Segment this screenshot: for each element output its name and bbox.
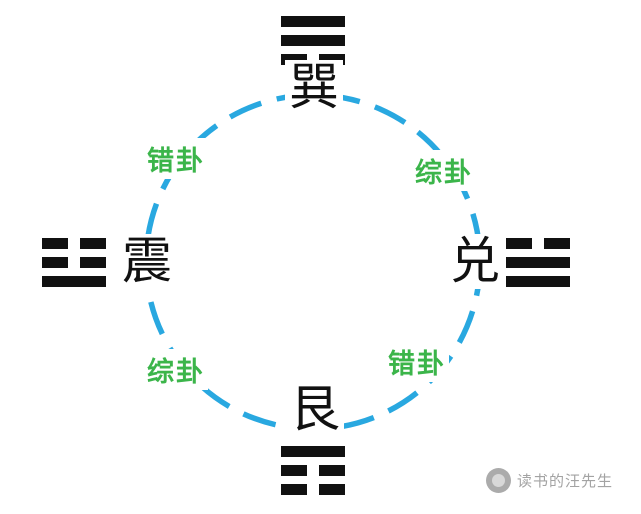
trigram-line-segment	[281, 484, 307, 495]
trigram-line-solid	[506, 257, 570, 268]
relation-label-bottom-right: 错卦	[385, 341, 449, 382]
trigram-dui-name: 兑	[446, 234, 504, 289]
trigram-line-solid	[281, 16, 345, 27]
trigram-line-segment	[319, 54, 345, 65]
trigram-line-solid	[42, 276, 106, 287]
watermark-text: 读书的汪先生	[517, 472, 614, 490]
trigram-line-segment	[281, 465, 307, 476]
relation-label-top-left: 错卦	[144, 138, 208, 179]
trigram-line-segment	[506, 238, 532, 249]
trigram-line-segment	[42, 257, 68, 268]
trigram-line-broken	[506, 238, 570, 249]
trigram-line-segment	[319, 465, 345, 476]
relation-label-bottom-left: 综卦	[144, 349, 208, 390]
trigram-line-segment	[319, 484, 345, 495]
watermark: 读书的汪先生	[486, 468, 613, 493]
relation-label-top-right: 综卦	[412, 150, 476, 191]
trigram-zhen-symbol	[42, 238, 106, 287]
trigram-gen-name: 艮	[286, 382, 344, 437]
trigram-line-solid	[506, 276, 570, 287]
trigram-xun-name: 巽	[285, 60, 343, 115]
trigram-line-broken	[281, 54, 345, 65]
trigram-dui-symbol	[506, 238, 570, 287]
trigram-line-broken	[281, 484, 345, 495]
trigram-gen-symbol	[281, 446, 345, 495]
trigram-line-segment	[80, 238, 106, 249]
trigram-line-solid	[281, 35, 345, 46]
trigram-line-segment	[281, 54, 307, 65]
trigram-zhen-name: 震	[118, 234, 176, 289]
trigram-xun-symbol	[281, 16, 345, 65]
watermark-logo-icon	[486, 468, 511, 493]
trigram-line-broken	[281, 465, 345, 476]
trigram-line-segment	[544, 238, 570, 249]
trigram-line-segment	[42, 238, 68, 249]
trigram-line-solid	[281, 446, 345, 457]
trigram-line-broken	[42, 257, 106, 268]
trigram-line-broken	[42, 238, 106, 249]
trigram-line-segment	[80, 257, 106, 268]
